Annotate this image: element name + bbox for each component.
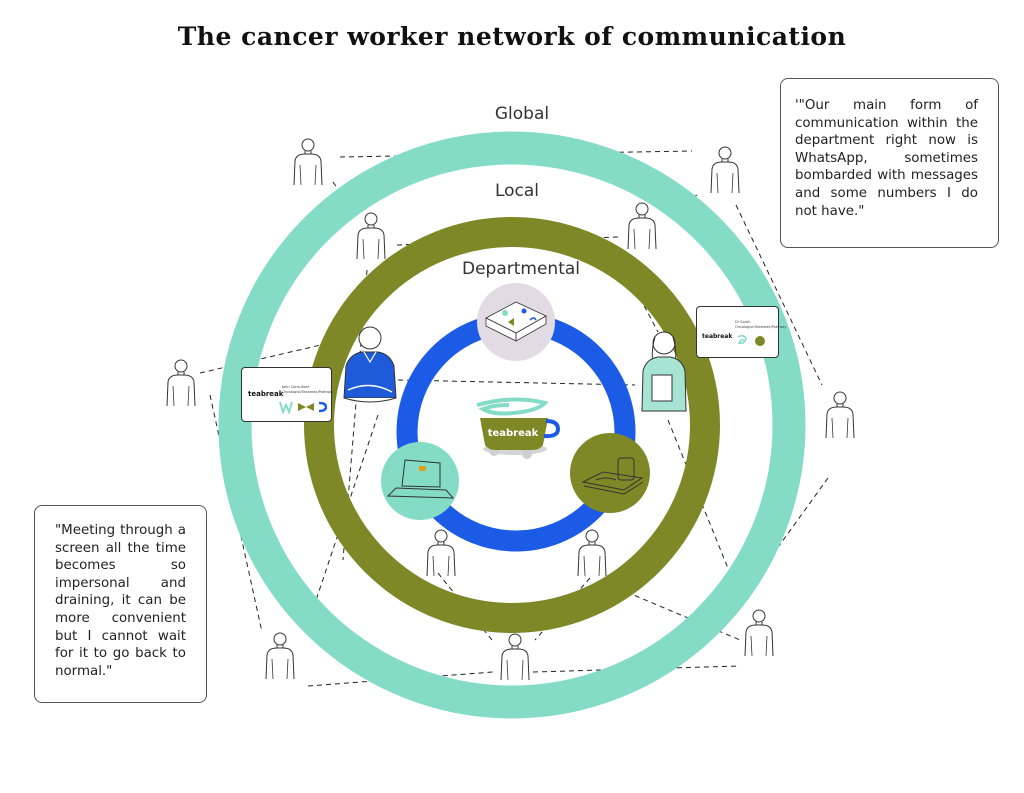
- connection-line: [639, 297, 659, 333]
- quote-screen-meetings: "Meeting through a screen all the time b…: [34, 505, 207, 703]
- card-logo-icon: [279, 401, 327, 414]
- local-ring: [304, 217, 720, 633]
- person-icon: [166, 359, 196, 407]
- connection-line: [397, 379, 636, 386]
- laptop-icon: [386, 459, 455, 499]
- departmental-label: Departmental: [462, 259, 580, 279]
- connection-line: [735, 204, 823, 386]
- person-icon: [265, 632, 295, 680]
- person-icon: [426, 529, 456, 577]
- card-logo-icon: [737, 334, 765, 346]
- person-icon: [577, 529, 607, 577]
- person-icon: [627, 202, 657, 250]
- teacup-icon: teabreak: [476, 397, 561, 459]
- global-label: Global: [495, 104, 549, 124]
- center-logo-text: teabreak: [488, 428, 539, 439]
- business-card-left: teabreak John Consultant Oncologist/Teab…: [241, 367, 334, 422]
- person-icon: [744, 609, 774, 657]
- diagram-title: The cancer worker network of communicati…: [177, 22, 847, 51]
- card-brand: teabreak: [702, 333, 733, 340]
- person-icon: [641, 331, 687, 412]
- tray-icon: [581, 457, 644, 495]
- tray-bubble: [570, 433, 650, 513]
- person-icon: [710, 146, 740, 194]
- person-icon: [293, 138, 323, 186]
- snack-box-icon: [485, 301, 547, 342]
- person-icon: [356, 212, 386, 260]
- quote-whatsapp: '"Our main form of communication within …: [780, 78, 999, 248]
- global-ring: [218, 131, 806, 719]
- card-subtitle: John Consultant Oncologist/Teabreak/Path…: [282, 385, 334, 394]
- connection-line: [199, 340, 339, 374]
- connection-line: [739, 477, 829, 601]
- business-card-right: teabreak Dr Sarah Oncologist/Teabreak/Pa…: [696, 306, 787, 358]
- card-subtitle: Dr Sarah Oncologist/Teabreak/Pathway: [735, 320, 787, 329]
- local-label: Local: [495, 181, 539, 201]
- connection-line: [534, 577, 591, 641]
- card-brand: teabreak: [248, 390, 284, 398]
- snack-box-bubble: [477, 283, 555, 361]
- laptop-bubble: [381, 442, 459, 520]
- connection-line: [305, 414, 379, 631]
- person-icon: [825, 391, 855, 439]
- person-icon: [343, 326, 397, 403]
- person-icon: [500, 633, 530, 681]
